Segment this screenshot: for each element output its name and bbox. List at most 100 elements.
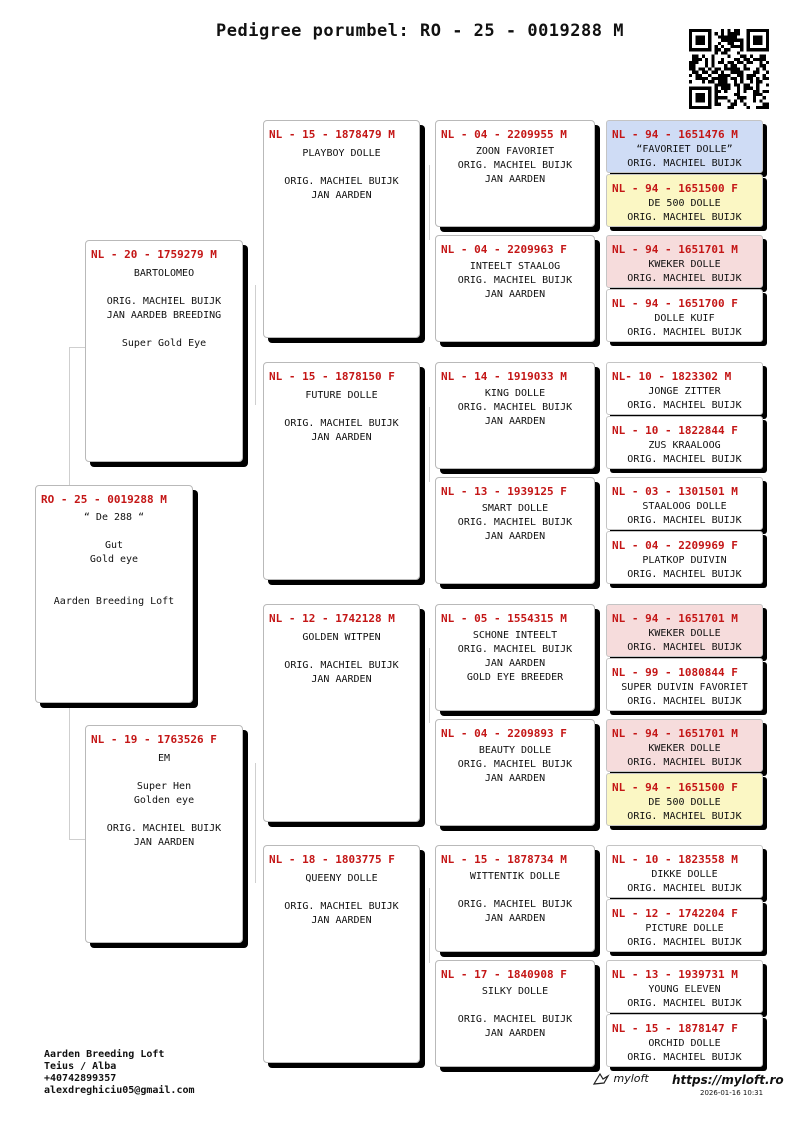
ring-number: NL - 94 - 1651701 M bbox=[612, 612, 738, 625]
ring-number: NL - 12 - 1742128 M bbox=[269, 612, 395, 625]
info-line bbox=[36, 581, 192, 595]
info-line bbox=[36, 567, 192, 581]
connector-line bbox=[69, 347, 85, 348]
info-line: ORIG. MACHIEL BUIJK bbox=[284, 176, 399, 187]
info-line: ZOON FAVORIET bbox=[475, 146, 555, 157]
info-line: JAN AARDEN bbox=[484, 416, 546, 427]
info-line: DIKKE DOLLE bbox=[651, 869, 718, 880]
info-line: ORIG. MACHIEL BUIJK bbox=[627, 400, 742, 411]
breeder-email[interactable]: alexdreghiciu05@gmail.com bbox=[44, 1085, 195, 1096]
info-line: JAN AARDEN bbox=[311, 674, 372, 685]
info-line: DE 500 DOLLE bbox=[648, 797, 721, 808]
info-line: ORIG. MACHIEL BUIJK bbox=[627, 937, 742, 948]
great-grandparent-card[interactable]: NL - 15 - 1878734 M WITTENTIK DOLLE ORIG. … bbox=[435, 845, 595, 952]
info-line: JAN AARDEN bbox=[484, 1028, 546, 1039]
ring-number: NL - 18 - 1803775 F bbox=[269, 853, 395, 866]
connector-line bbox=[255, 285, 256, 405]
connector-line bbox=[69, 839, 85, 840]
info-line: ORIG. MACHIEL BUIJK bbox=[627, 696, 742, 707]
info-line bbox=[86, 281, 242, 295]
breeder-location: Teius / Alba bbox=[44, 1061, 117, 1072]
info-line: ORIG. MACHIEL BUIJK bbox=[627, 811, 742, 822]
info-line bbox=[264, 161, 419, 175]
info-line: JAN AARDEN bbox=[311, 432, 372, 443]
info-line: Gut bbox=[104, 540, 124, 551]
info-line: Aarden Breeding Loft bbox=[53, 596, 175, 607]
generated-timestamp: 2026-01-16 10:31 bbox=[700, 1089, 764, 1097]
info-line: KWEKER DOLLE bbox=[648, 628, 721, 639]
ring-number: NL - 04 - 2209893 F bbox=[441, 727, 567, 740]
info-line: SUPER DUIVIN FAVORIET bbox=[621, 682, 748, 693]
connector-line bbox=[255, 763, 256, 883]
info-line: JAN AARDEN bbox=[484, 174, 546, 185]
info-line: ORIG. MACHIEL BUIJK bbox=[627, 158, 742, 169]
info-line: ORIG. MACHIEL BUIJK bbox=[627, 569, 742, 580]
info-line: JAN AARDEN bbox=[311, 915, 372, 926]
ring-number: NL - 13 - 1939731 M bbox=[612, 968, 738, 981]
info-line: KWEKER DOLLE bbox=[648, 259, 721, 270]
ring-number: NL - 15 - 1878734 M bbox=[441, 853, 567, 866]
info-line: KWEKER DOLLE bbox=[648, 743, 721, 754]
breeder-contact: Aarden Breeding Loft Teius / Alba +40742… bbox=[44, 1049, 195, 1097]
info-line: QUEENY DOLLE bbox=[305, 873, 378, 884]
info-line: Gold eye bbox=[89, 554, 139, 565]
ring-number: NL - 12 - 1742204 F bbox=[612, 907, 738, 920]
info-line bbox=[436, 884, 594, 898]
info-line: JAN AARDEN bbox=[484, 289, 546, 300]
info-line: “FAVORIET DOLLE” bbox=[636, 144, 733, 155]
info-line: ORIG. MACHIEL BUIJK bbox=[284, 660, 399, 671]
info-line: ORIG. MACHIEL BUIJK bbox=[457, 899, 573, 910]
breeder-phone[interactable]: +40742899357 bbox=[44, 1073, 117, 1084]
ring-number: NL - 10 - 1823558 M bbox=[612, 853, 738, 866]
ring-number: NL - 14 - 1919033 M bbox=[441, 370, 567, 383]
info-line: ORIG. MACHIEL BUIJK bbox=[457, 759, 573, 770]
ring-number: NL - 94 - 1651701 M bbox=[612, 727, 738, 740]
info-line: WITTENTIK DOLLE bbox=[469, 871, 561, 882]
info-line: ORIG. MACHIEL BUIJK bbox=[457, 160, 573, 171]
breeder-loft-name: Aarden Breeding Loft bbox=[44, 1049, 165, 1060]
info-line: Super Hen bbox=[136, 781, 192, 792]
info-line: ZUS KRAALOOG bbox=[648, 440, 721, 451]
gg-grandparent-card[interactable]: NL - 94 - 1651476 M “FAVORIET DOLLE” ORIG.… bbox=[606, 120, 763, 173]
qr-code-icon bbox=[689, 29, 769, 109]
info-line: ORIG. MACHIEL BUIJK bbox=[627, 998, 742, 1009]
site-link[interactable]: https://myloft.ro bbox=[672, 1073, 784, 1087]
ring-number: NL - 10 - 1822844 F bbox=[612, 424, 738, 437]
info-line: SCHONE INTEELT bbox=[472, 630, 558, 641]
ring-number: NL - 94 - 1651476 M bbox=[612, 128, 738, 141]
info-line: ORIG. MACHIEL BUIJK bbox=[457, 402, 573, 413]
info-line: ORIG. MACHIEL BUIJK bbox=[457, 517, 573, 528]
info-line bbox=[36, 525, 192, 539]
info-line: STAALOOG DOLLE bbox=[642, 501, 727, 512]
ring-number: NL - 13 - 1939125 F bbox=[441, 485, 567, 498]
